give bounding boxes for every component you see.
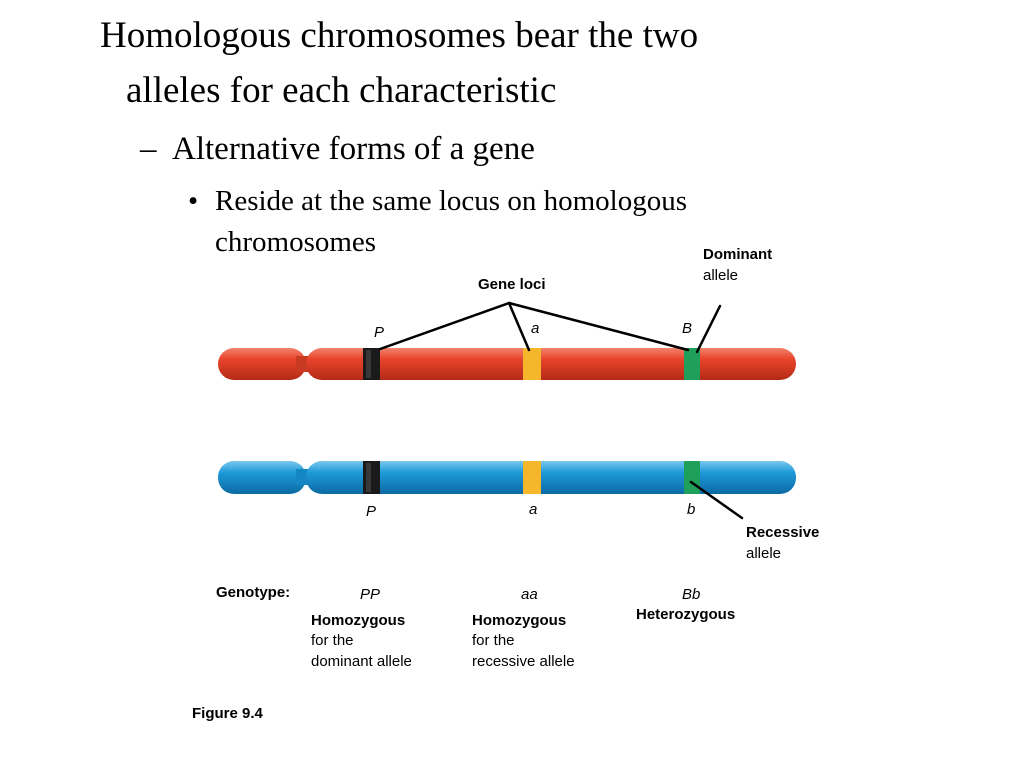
top-chromosome xyxy=(218,348,796,380)
top-allele-B: B xyxy=(682,320,693,337)
genotype-aa-line-3: recessive allele xyxy=(472,653,575,670)
heading-line-2: alleles for each characteristic xyxy=(126,70,557,111)
bottom-locus-a-band xyxy=(523,461,541,494)
dominant-label-allele: allele xyxy=(703,267,739,284)
bullet-text-line-2: chromosomes xyxy=(215,226,377,258)
heading-line-1: Homologous chromosomes bear the two xyxy=(100,15,699,56)
top-allele-a: a xyxy=(531,320,540,337)
bottom-short-arm xyxy=(218,461,306,494)
gene-loci-line-P xyxy=(378,301,511,351)
recessive-allele-pointer xyxy=(689,480,744,520)
top-locus-B-band xyxy=(684,348,700,380)
top-locus-P-band xyxy=(363,348,380,380)
dominant-label: Dominant xyxy=(703,246,773,263)
bullet-marker: • xyxy=(188,185,199,217)
genotype-Bb-symbol: Bb xyxy=(682,586,701,603)
bottom-allele-b: b xyxy=(687,501,696,518)
bullet-text-line-1: Reside at the same locus on homologous xyxy=(215,185,687,217)
sub-bullet-text: Alternative forms of a gene xyxy=(172,131,535,167)
genotype-aa-line-1: Homozygous xyxy=(472,612,567,629)
recessive-label: Recessive xyxy=(746,524,820,541)
genotype-PP-symbol: PP xyxy=(360,586,381,603)
top-locus-a-band xyxy=(523,348,541,380)
bottom-locus-b-band xyxy=(684,461,700,494)
genotype-PP-line-3: dominant allele xyxy=(311,653,412,670)
genotype-PP-line-2: for the xyxy=(311,632,354,649)
bottom-allele-a: a xyxy=(529,501,538,518)
gene-loci-line-B xyxy=(507,301,690,352)
recessive-label-allele: allele xyxy=(746,545,782,562)
genotype-PP-line-1: Homozygous xyxy=(311,612,406,629)
gene-loci-line-a xyxy=(507,301,531,352)
bottom-allele-P: P xyxy=(366,503,377,520)
figure-caption: Figure 9.4 xyxy=(192,705,263,722)
genotype-label: Genotype: xyxy=(216,584,291,601)
dominant-allele-pointer xyxy=(695,304,722,354)
top-allele-P: P xyxy=(374,324,385,341)
top-short-arm xyxy=(218,348,306,380)
genotype-Bb-line-1: Heterozygous xyxy=(636,606,736,623)
gene-loci-label: Gene loci xyxy=(478,276,546,293)
top-long-arm xyxy=(306,348,796,380)
genotype-aa-line-2: for the xyxy=(472,632,515,649)
genotype-aa-symbol: aa xyxy=(521,586,538,603)
bottom-chromosome xyxy=(218,461,796,494)
bottom-long-arm xyxy=(306,461,796,494)
sub-bullet-marker: – xyxy=(140,131,157,167)
bottom-locus-P-band xyxy=(363,461,380,494)
